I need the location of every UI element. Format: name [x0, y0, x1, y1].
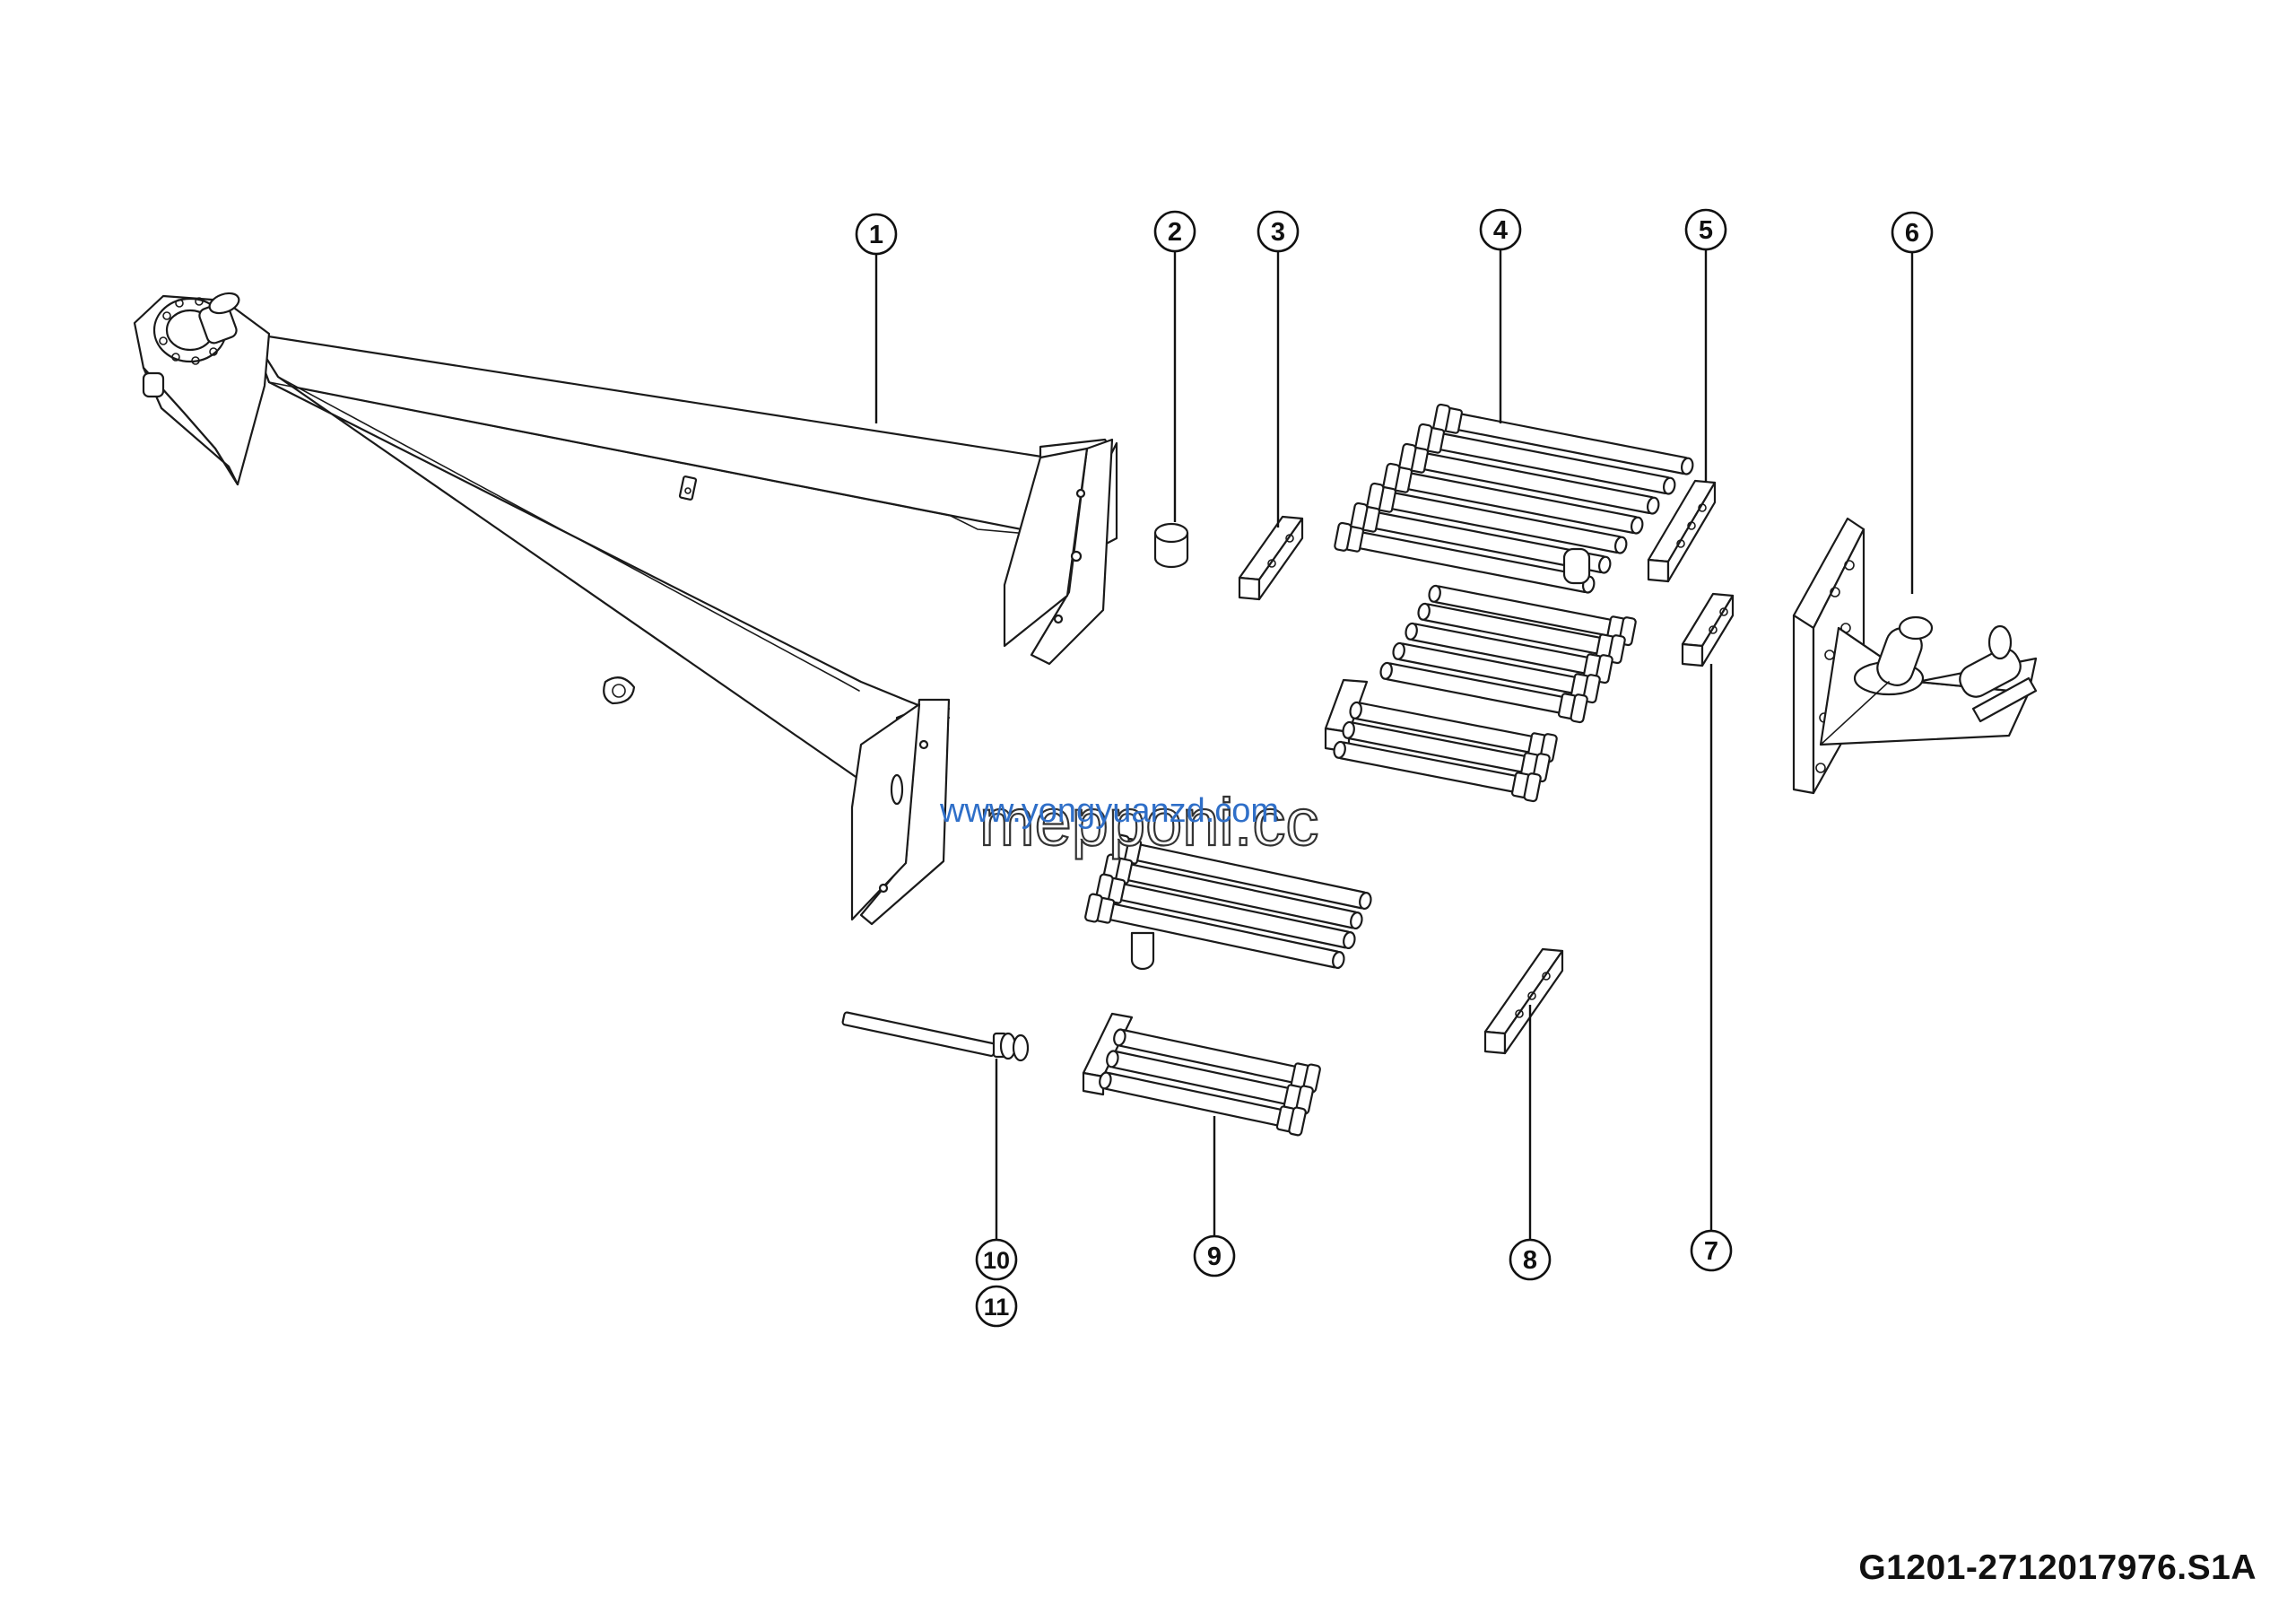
svg-text:9: 9	[1207, 1243, 1222, 1271]
clamp-block-8-part	[1483, 947, 1564, 1055]
svg-text:1: 1	[869, 221, 883, 249]
clamp-block-part	[1238, 515, 1304, 601]
callout-5: 5	[1684, 208, 1727, 251]
svg-text:4: 4	[1493, 216, 1508, 245]
svg-text:2: 2	[1168, 218, 1182, 247]
callout-11: 11	[975, 1285, 1018, 1328]
callout-8: 8	[1509, 1238, 1552, 1281]
svg-text:3: 3	[1271, 218, 1285, 247]
svg-text:11: 11	[984, 1294, 1010, 1321]
bolt-set-9-part	[1082, 1012, 1322, 1138]
clamp-block-7-part	[1681, 592, 1735, 667]
clamp-block-5-part	[1647, 479, 1717, 583]
callout-1: 1	[855, 213, 898, 256]
svg-text:8: 8	[1523, 1246, 1537, 1275]
svg-text:5: 5	[1699, 216, 1713, 245]
callout-7: 7	[1690, 1229, 1733, 1272]
watermark-brand: mepponi.cc	[979, 785, 1318, 859]
bolt-set-upper-part	[1324, 403, 1697, 803]
callout-4: 4	[1479, 208, 1522, 251]
svg-text:6: 6	[1905, 219, 1919, 248]
callout-9: 9	[1193, 1234, 1236, 1278]
hinge-bracket-part	[1792, 517, 2038, 795]
callout-2: 2	[1153, 210, 1196, 253]
callout-3: 3	[1257, 210, 1300, 253]
svg-text:7: 7	[1704, 1237, 1718, 1266]
a-frame-arm-part	[133, 292, 1118, 926]
callout-10: 10	[975, 1238, 1018, 1281]
leader-lines	[874, 249, 1914, 1240]
svg-text:10: 10	[983, 1247, 1010, 1274]
drawing-code-label: G1201-2712017976.S1A	[1858, 1548, 2257, 1587]
watermark-url: www.yongyuanzd.com	[939, 792, 1279, 830]
bolt-washer-part	[841, 1011, 1030, 1062]
bolt-set-middle-part	[1083, 833, 1375, 976]
callout-6: 6	[1891, 211, 1934, 254]
spacer-part	[1153, 522, 1189, 569]
